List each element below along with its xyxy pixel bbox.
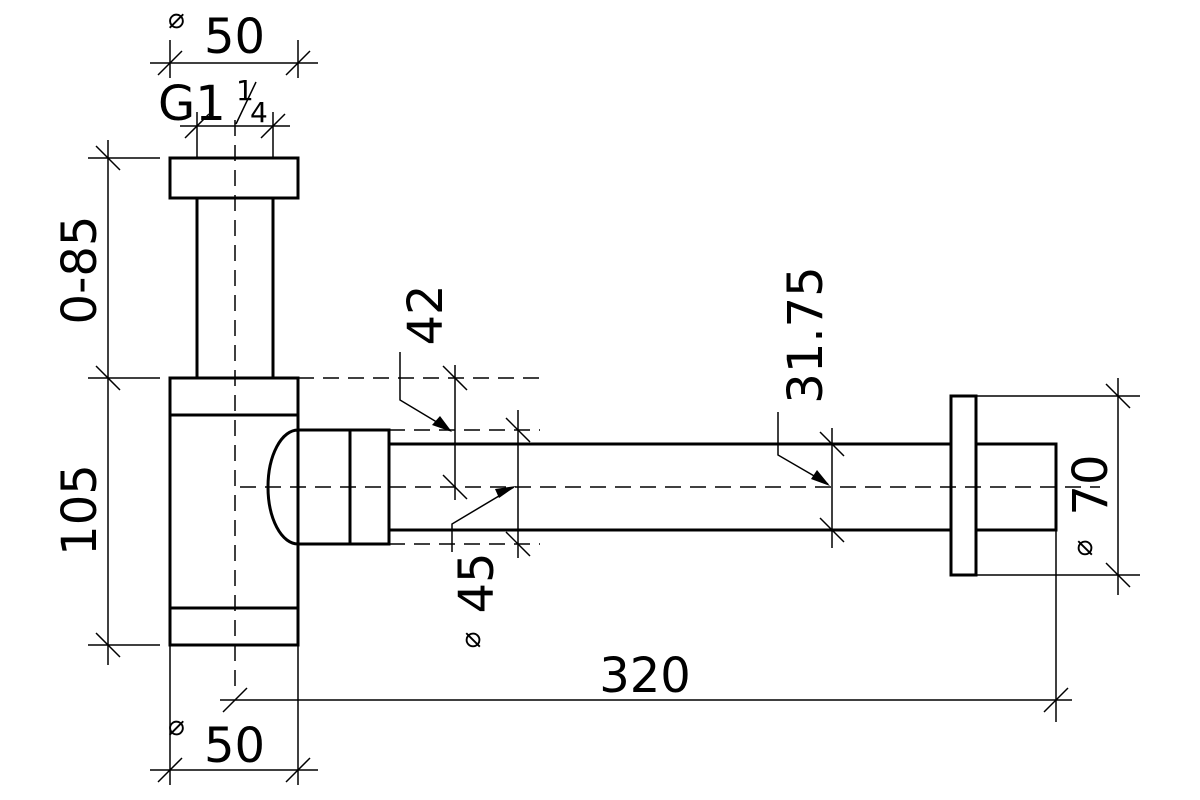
label-bottom-diameter: 50 xyxy=(204,718,265,774)
dim-70-tick-bottom xyxy=(1105,562,1131,588)
dim-42-leader xyxy=(399,352,451,431)
label-body-height: 105 xyxy=(52,464,108,556)
top-cap xyxy=(168,156,300,200)
dim-bottom-50-tick-left xyxy=(157,757,183,783)
dim-3175-tick-bottom xyxy=(819,517,845,543)
label-height-adjust: 0-85 xyxy=(52,216,108,325)
label-outlet-length: 320 xyxy=(599,648,691,704)
dim-45-leader xyxy=(451,486,515,552)
diameter-symbol-45: ⌀ xyxy=(454,632,487,649)
centerlines xyxy=(234,120,1100,690)
dim-3175-leader xyxy=(777,412,829,485)
diameter-symbol-top: ⌀ xyxy=(168,2,185,35)
label-thread-numerator: 1 xyxy=(236,74,254,107)
dim-42-tick-bottom xyxy=(442,474,468,500)
dim-left-tick-mid xyxy=(95,365,121,391)
dim-320-tick-left xyxy=(222,687,248,713)
dim-thread-tick-right xyxy=(260,113,286,139)
dim-45-tick-top xyxy=(505,417,531,443)
label-top-diameter: 50 xyxy=(204,9,265,65)
label-thread-denominator: 4 xyxy=(250,96,268,129)
dim-bottom-50-tick-right xyxy=(285,757,311,783)
label-flange-diameter: 70 xyxy=(1063,454,1119,515)
dim-70-tick-top xyxy=(1105,383,1131,409)
label-outlet-diameter-outer: 45 xyxy=(449,552,505,613)
dim-45-arrow xyxy=(495,486,516,498)
diameter-symbol-bottom: ⌀ xyxy=(168,709,185,742)
dimension-labels: ⌀ 50 G1 1 4 0-85 105 42 45 ⌀ 31.75 70 ⌀ … xyxy=(52,2,1119,774)
dim-320-tick-right xyxy=(1043,687,1069,713)
dim-top-50-tick-left xyxy=(157,50,183,76)
label-thread: G1 xyxy=(158,76,226,132)
outlet-dome xyxy=(266,428,300,546)
wall-flange xyxy=(949,394,978,577)
dimension-lines xyxy=(88,40,1140,785)
dim-45-tick-bottom xyxy=(505,531,531,557)
dim-42-arrow xyxy=(432,416,452,432)
diameter-symbol-70: ⌀ xyxy=(1066,540,1099,557)
outlet-nut xyxy=(348,428,391,546)
dim-left-tick-bottom xyxy=(95,632,121,658)
dim-left-tick-top xyxy=(95,145,121,171)
label-outlet-diameter-inner: 42 xyxy=(398,284,454,345)
dim-42-tick-top xyxy=(442,365,468,391)
dim-3175-arrow xyxy=(811,470,830,486)
siphon-body-parts xyxy=(168,156,1058,647)
dim-top-50-tick-right xyxy=(285,50,311,76)
thread-fraction-slash xyxy=(235,81,257,125)
dim-thread-tick-left xyxy=(184,113,210,139)
label-pipe-diameter: 31.75 xyxy=(778,266,834,403)
dim-3175-tick-top xyxy=(819,431,845,457)
